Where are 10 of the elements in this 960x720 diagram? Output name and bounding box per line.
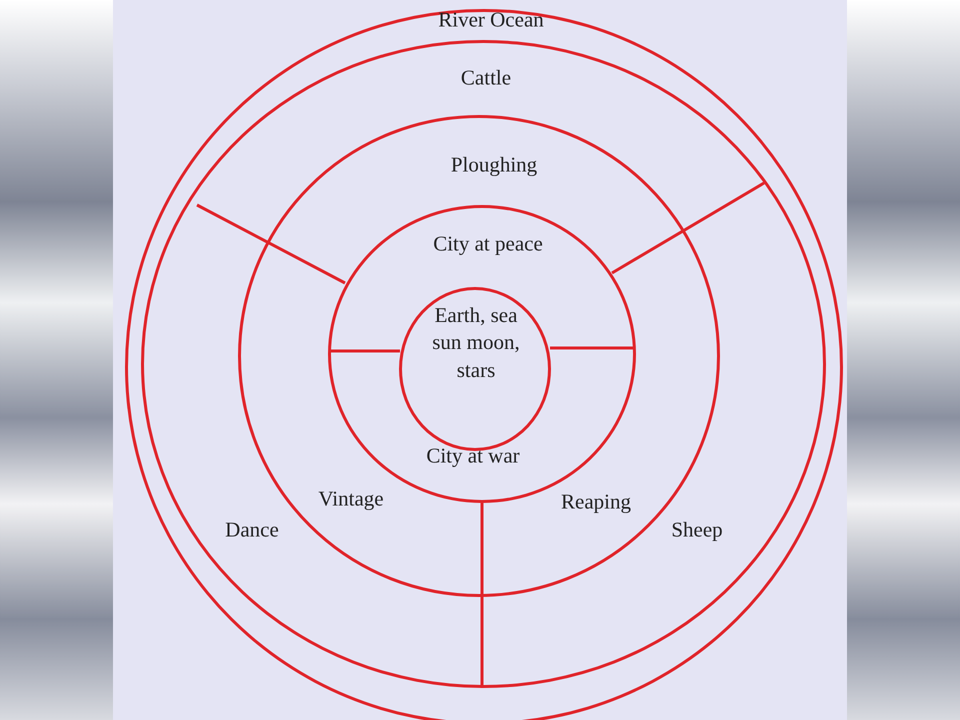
section-label: Vintage	[318, 485, 384, 512]
section-label: City at war	[426, 442, 520, 470]
section-label: Reaping	[561, 488, 631, 516]
section-label: River Ocean	[438, 6, 544, 34]
section-label: City at peace	[433, 230, 543, 258]
section-label: Dance	[225, 516, 279, 544]
section-label: Cattle	[460, 64, 512, 92]
section-label: Earth, sea sun moon, stars	[431, 302, 521, 384]
section-label: Ploughing	[450, 151, 538, 178]
section-label: Sheep	[671, 516, 723, 544]
